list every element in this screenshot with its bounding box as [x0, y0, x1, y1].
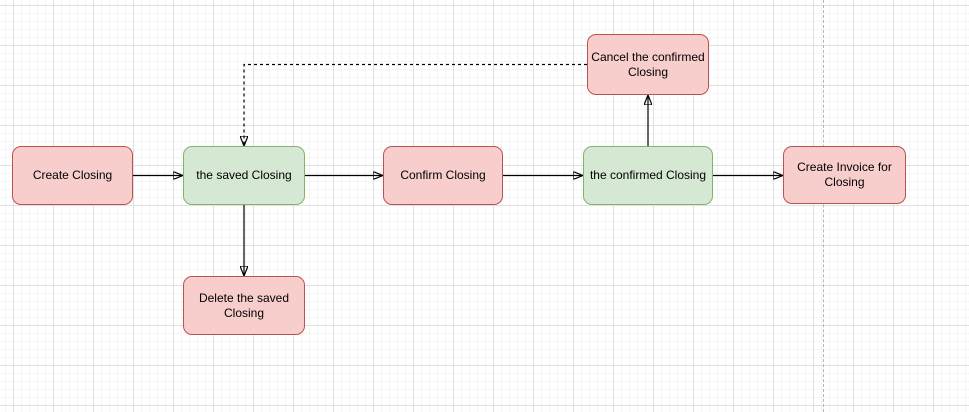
node-confirmed-closing[interactable]: the confirmed Closing	[583, 146, 713, 205]
node-create-closing[interactable]: Create Closing	[12, 146, 133, 205]
node-confirm-closing-label: Confirm Closing	[400, 168, 486, 182]
node-create-closing-label: Create Closing	[32, 168, 113, 182]
node-cancel-confirmed-label: Cancel the confirmed Closing	[591, 49, 705, 79]
page-boundary-divider	[823, 0, 824, 412]
node-saved-closing-label: the saved Closing	[196, 168, 292, 182]
node-create-invoice[interactable]: Create Invoice for Closing	[783, 146, 906, 204]
edge-cancel-confirmed-to-saved-closing-dashed[interactable]	[244, 63, 587, 146]
node-confirmed-closing-label: the confirmed Closing	[589, 168, 707, 182]
node-saved-closing[interactable]: the saved Closing	[183, 146, 305, 205]
node-cancel-confirmed[interactable]: Cancel the confirmed Closing	[587, 34, 709, 95]
node-delete-saved[interactable]: Delete the saved Closing	[183, 276, 305, 335]
node-create-invoice-label: Create Invoice for Closing	[797, 160, 892, 189]
node-confirm-closing[interactable]: Confirm Closing	[383, 146, 503, 205]
node-delete-saved-label: Delete the saved Closing	[198, 290, 290, 320]
